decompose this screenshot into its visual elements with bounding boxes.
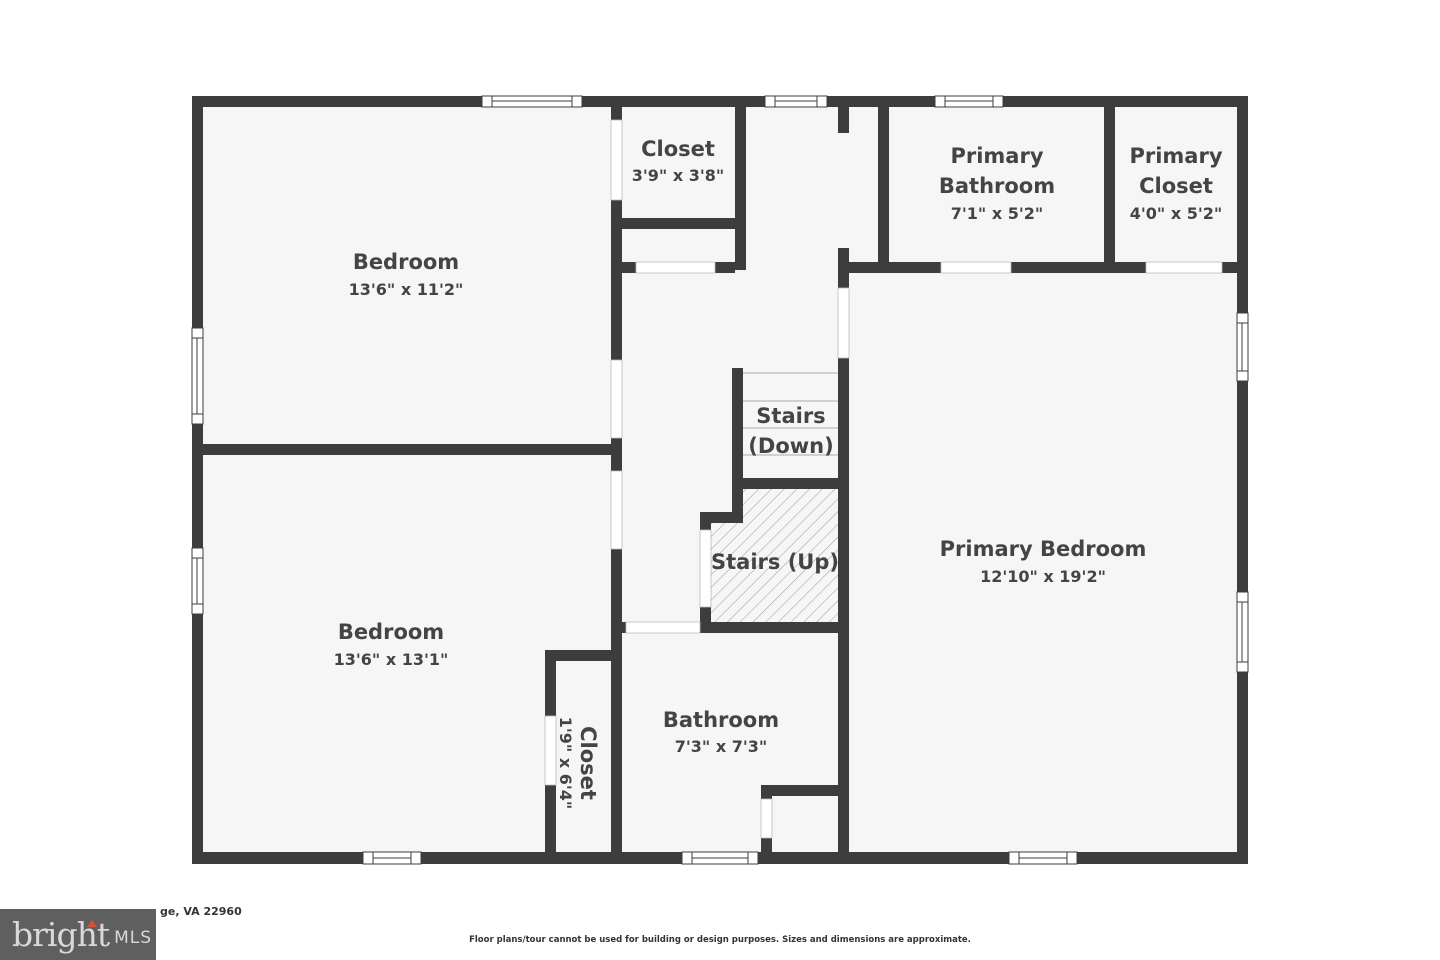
svg-text:Bedroom: Bedroom <box>338 620 444 644</box>
svg-text:(Down): (Down) <box>748 434 833 458</box>
property-address: ge, VA 22960 <box>160 905 242 918</box>
svg-text:Bathroom: Bathroom <box>663 708 779 732</box>
svg-text:13'6" x 13'1": 13'6" x 13'1" <box>334 650 449 669</box>
bright-mls-logo: bright MLS <box>0 909 156 960</box>
disclaimer: Floor plans/tour cannot be used for buil… <box>469 935 971 945</box>
svg-text:Bedroom: Bedroom <box>353 250 459 274</box>
svg-text:Closet: Closet <box>576 726 600 800</box>
svg-text:Stairs: Stairs <box>756 404 825 428</box>
room-stairs-down: Stairs (Down) <box>748 404 833 458</box>
svg-text:7'3" x 7'3": 7'3" x 7'3" <box>675 737 767 756</box>
stairs-down-treads <box>743 372 838 456</box>
svg-text:4'0" x 5'2": 4'0" x 5'2" <box>1130 204 1222 223</box>
room-primary-bedroom: Primary Bedroom 12'10" x 19'2" <box>940 537 1147 586</box>
room-closet-1: Closet 3'9" x 3'8" <box>632 137 724 185</box>
room-primary-closet: Primary Closet 4'0" x 5'2" <box>1129 144 1222 223</box>
room-closet-2: Closet 1'9" x 6'4" <box>556 717 600 809</box>
logo-accent-icon <box>87 920 97 927</box>
svg-text:12'10" x 19'2": 12'10" x 19'2" <box>980 567 1106 586</box>
svg-text:3'9" x 3'8": 3'9" x 3'8" <box>632 166 724 185</box>
svg-text:Bathroom: Bathroom <box>939 174 1055 198</box>
svg-text:Primary: Primary <box>950 144 1043 168</box>
windows <box>191 95 1249 865</box>
svg-text:Stairs (Up): Stairs (Up) <box>711 550 839 574</box>
svg-text:Closet: Closet <box>641 137 715 161</box>
svg-text:1'9" x 6'4": 1'9" x 6'4" <box>556 717 575 809</box>
svg-text:Primary: Primary <box>1129 144 1222 168</box>
svg-text:Closet: Closet <box>1139 174 1213 198</box>
room-primary-bathroom: Primary Bathroom 7'1" x 5'2" <box>939 144 1055 223</box>
svg-text:Primary Bedroom: Primary Bedroom <box>940 537 1147 561</box>
svg-text:7'1" x 5'2": 7'1" x 5'2" <box>951 204 1043 223</box>
stairs-up-hatch <box>711 489 838 622</box>
logo-mls: MLS <box>114 927 153 948</box>
door-openings <box>544 119 1223 839</box>
logo-wordmark: bright <box>12 915 110 954</box>
room-bathroom: Bathroom 7'3" x 7'3" <box>663 708 779 756</box>
room-bedroom-1: Bedroom 13'6" x 11'2" <box>349 250 464 299</box>
svg-text:13'6" x 11'2": 13'6" x 11'2" <box>349 280 464 299</box>
room-bedroom-2: Bedroom 13'6" x 13'1" <box>334 620 449 669</box>
room-stairs-up: Stairs (Up) <box>711 550 839 574</box>
